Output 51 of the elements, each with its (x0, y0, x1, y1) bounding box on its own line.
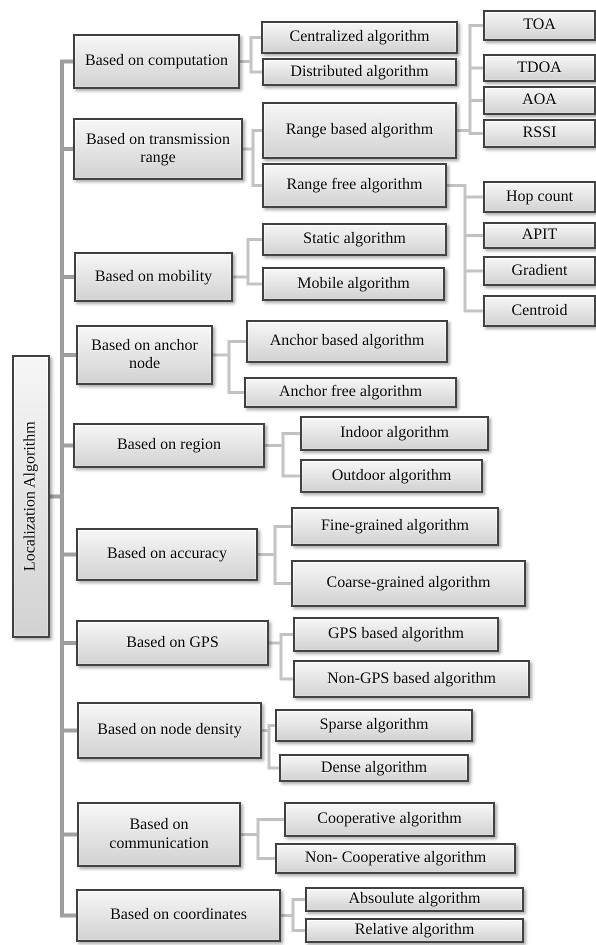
connector-line (213, 354, 244, 394)
category-box: GPS based algorithm (293, 617, 499, 652)
category-box: Range based algorithm (262, 102, 457, 159)
category-box: Hop count (483, 181, 596, 213)
category-box: Based on region (73, 423, 265, 468)
category-box: Based on GPS (76, 620, 269, 666)
category-box: Based on coordinates (76, 889, 281, 942)
category-box: Distributed algorithm (262, 58, 457, 86)
connector-line (241, 833, 275, 860)
category-box: Fine-grained algorithm (291, 507, 499, 546)
category-box: Centralized algorithm (261, 21, 458, 54)
category-box: Centroid (483, 295, 596, 327)
category-box: TDOA (483, 54, 596, 82)
connector-line (457, 129, 483, 135)
category-box: Dense algorithm (279, 754, 469, 782)
category-box: Range free algorithm (262, 163, 447, 208)
connector-line (50, 494, 76, 918)
category-box: APIT (483, 222, 596, 249)
category-box: Based on communication (77, 802, 241, 867)
category-box: Non- Cooperative algorithm (275, 843, 516, 874)
category-box: Anchor free algorithm (244, 377, 457, 408)
category-box: Indoor algorithm (300, 416, 489, 451)
connector-line (233, 276, 262, 286)
connector-line (243, 148, 262, 187)
connector-line (262, 729, 279, 770)
connector-line (240, 60, 262, 74)
category-box: Static algorithm (262, 223, 447, 256)
category-box: Based on mobility (74, 252, 233, 302)
connector-line (265, 444, 300, 478)
category-box: Coarse-grained algorithm (291, 560, 526, 607)
category-box: Based on node density (77, 702, 262, 759)
connector-line (269, 642, 293, 680)
category-box: Mobile algorithm (262, 267, 445, 301)
category-box: Based on transmission range (73, 118, 243, 180)
connector-line (258, 553, 291, 585)
category-box: Sparse algorithm (275, 709, 473, 742)
root-box: Localization Algorithm (12, 355, 50, 638)
category-box: TOA (483, 10, 596, 41)
category-box: Based on computation (73, 34, 240, 89)
category-box: Anchor based algorithm (246, 320, 448, 363)
category-box: AOA (483, 86, 596, 115)
category-box: Based on accuracy (76, 528, 258, 581)
category-box: Outdoor algorithm (300, 459, 483, 493)
category-box: RSSI (483, 119, 596, 148)
category-box: Based on anchor node (76, 325, 213, 385)
category-box: Gradient (483, 256, 596, 286)
connector-line (281, 914, 305, 932)
category-box: Relative algorithm (305, 918, 524, 943)
category-box: Cooperative algorithm (284, 802, 495, 837)
category-box: Absoulute algorithm (305, 887, 524, 912)
category-box: Non-GPS based algorithm (293, 660, 530, 698)
